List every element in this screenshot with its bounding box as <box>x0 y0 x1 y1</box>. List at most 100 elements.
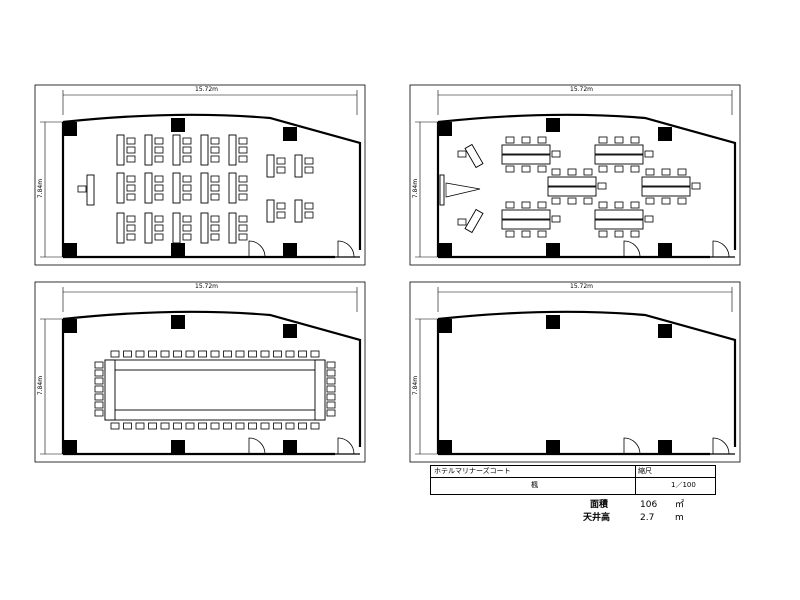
table <box>228 134 237 166</box>
table <box>266 199 275 223</box>
chair <box>235 422 245 430</box>
chair <box>304 157 314 165</box>
table <box>314 359 326 421</box>
chair <box>273 350 282 358</box>
chair <box>551 150 561 158</box>
column <box>171 315 185 329</box>
column <box>658 243 672 257</box>
chair <box>691 182 701 190</box>
hotel-name: ホテルマリナーズコート <box>434 467 511 475</box>
column <box>438 440 452 454</box>
table <box>116 134 125 166</box>
chair <box>310 422 320 430</box>
chair <box>123 350 132 358</box>
chair <box>210 215 220 223</box>
door-swing <box>337 240 355 258</box>
table <box>266 154 275 178</box>
column <box>546 315 560 329</box>
chair <box>276 202 286 210</box>
chair <box>238 233 248 241</box>
chair <box>182 224 192 232</box>
chair <box>182 215 192 223</box>
chair <box>94 385 104 393</box>
chair <box>677 197 687 205</box>
chair <box>583 168 593 176</box>
plan-island-layout <box>409 84 741 266</box>
chair <box>505 136 515 144</box>
outer-wall <box>62 310 362 447</box>
table <box>86 174 95 206</box>
chair <box>598 230 608 238</box>
chair <box>630 136 640 144</box>
chair <box>210 193 220 201</box>
chair <box>182 193 192 201</box>
chair <box>521 230 531 238</box>
chair <box>645 197 655 205</box>
chair <box>326 361 336 369</box>
chair <box>260 422 270 430</box>
table <box>464 143 484 169</box>
table <box>144 212 153 244</box>
chair <box>598 136 608 144</box>
chair <box>537 230 547 238</box>
column <box>63 319 77 333</box>
chair <box>238 184 248 192</box>
width-dimension-label: 15.72m <box>570 283 594 290</box>
chair <box>182 184 192 192</box>
column <box>283 324 297 338</box>
chair <box>537 201 547 209</box>
ceiling-unit: m <box>675 513 684 523</box>
chair <box>598 165 608 173</box>
chair <box>210 184 220 192</box>
chair <box>154 146 164 154</box>
chair <box>110 422 120 430</box>
chair <box>537 136 547 144</box>
column <box>546 440 560 454</box>
chair <box>276 211 286 219</box>
chair <box>154 137 164 145</box>
chair <box>304 166 314 174</box>
chair <box>135 422 145 430</box>
outer-wall <box>437 310 737 447</box>
chair <box>210 175 220 183</box>
height-dimension-label: 7.84m <box>412 178 420 199</box>
chair <box>326 409 336 417</box>
chair <box>273 422 282 430</box>
column <box>658 127 672 141</box>
chair <box>154 193 164 201</box>
height-dimension-label: 7.84m <box>37 178 45 199</box>
chair <box>94 393 104 401</box>
chair <box>182 146 192 154</box>
table <box>104 359 326 371</box>
chair <box>248 422 257 430</box>
table <box>594 154 644 165</box>
chair <box>521 201 531 209</box>
door-swing <box>712 437 730 455</box>
chair <box>304 211 314 219</box>
table <box>116 212 125 244</box>
column <box>171 440 185 454</box>
chair <box>126 215 136 223</box>
chair <box>238 137 248 145</box>
chair <box>238 215 248 223</box>
chair <box>210 422 220 430</box>
column <box>283 127 297 141</box>
chair <box>614 230 624 238</box>
table <box>116 172 125 204</box>
table <box>594 209 644 220</box>
chair <box>598 201 608 209</box>
chair <box>551 215 561 223</box>
chair <box>126 146 136 154</box>
plan-frame <box>34 281 366 463</box>
table <box>144 172 153 204</box>
chair <box>154 155 164 163</box>
chair <box>182 155 192 163</box>
chair <box>123 422 132 430</box>
area-unit: ㎡ <box>675 500 685 510</box>
chair <box>505 201 515 209</box>
chair <box>77 185 87 193</box>
column <box>63 440 77 454</box>
chair <box>238 155 248 163</box>
table <box>172 212 181 244</box>
